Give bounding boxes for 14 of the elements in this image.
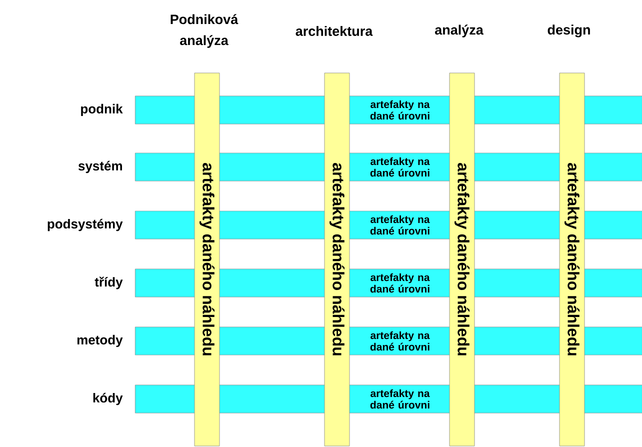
column-heading: design (548, 24, 590, 38)
row-label: metody (77, 334, 123, 348)
column-heading: architektura (296, 26, 373, 36)
column-heading: Podniková analýza (170, 14, 238, 48)
row-label: systém (78, 160, 122, 174)
view-bar: artefakty daného náhledu (559, 72, 585, 446)
view-bar: artefakty daného náhledu (324, 72, 350, 446)
row-label: podnik (81, 104, 123, 116)
column-heading: analýza (435, 24, 484, 38)
row-label: třídy (94, 276, 123, 290)
row-label: podsystémy (48, 218, 123, 232)
view-bar: artefakty daného náhledu (194, 72, 220, 446)
row-label: kódy (93, 392, 123, 406)
view-bar: artefakty daného náhledu (449, 72, 475, 446)
